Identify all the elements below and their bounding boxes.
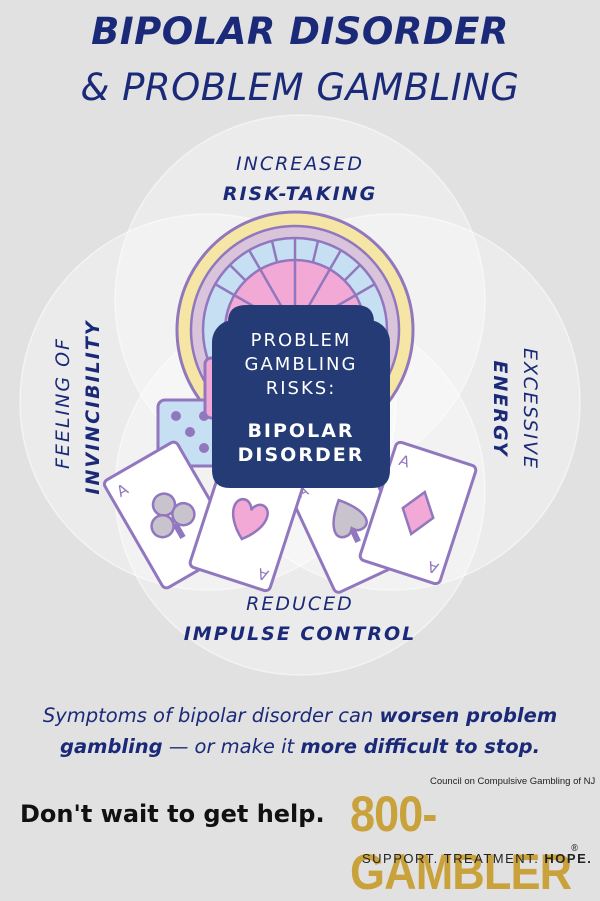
label-right-bold: ENERGY	[489, 360, 511, 458]
center-bold-1: BIPOLAR	[247, 420, 355, 442]
label-right-light: EXCESSIVE	[519, 347, 541, 470]
center-line-3: RISKS:	[265, 378, 337, 399]
cta-text: Don't wait to get help.	[20, 800, 325, 828]
label-top-bold: RISK-TAKING	[222, 183, 378, 205]
brand-logo: 800-GAMBLER®	[350, 786, 578, 900]
title-line-2: & PROBLEM GAMBLING	[80, 66, 520, 109]
tagline: SUPPORT. TREATMENT. HOPE.	[362, 851, 593, 866]
label-left-bold: INVINCIBILITY	[82, 319, 104, 495]
label-left-light: FEELING OF	[52, 337, 74, 469]
venn-diagram: A A A A A A	[19, 114, 581, 676]
title-line-1: BIPOLAR DISORDER	[91, 10, 509, 53]
center-line-1: PROBLEM	[250, 330, 352, 351]
label-bottom-light: REDUCED	[246, 593, 354, 615]
org-name: Council on Compulsive Gambling of NJ	[430, 776, 596, 787]
label-top-light: INCREASED	[236, 153, 364, 175]
label-bottom-bold: IMPULSE CONTROL	[183, 623, 417, 645]
body-statement: Symptoms of bipolar disorder can worsen …	[42, 704, 558, 758]
card-diamonds-icon: A A	[358, 440, 478, 586]
center-line-2: GAMBLING	[244, 354, 358, 375]
center-bold-2: DISORDER	[237, 444, 365, 466]
